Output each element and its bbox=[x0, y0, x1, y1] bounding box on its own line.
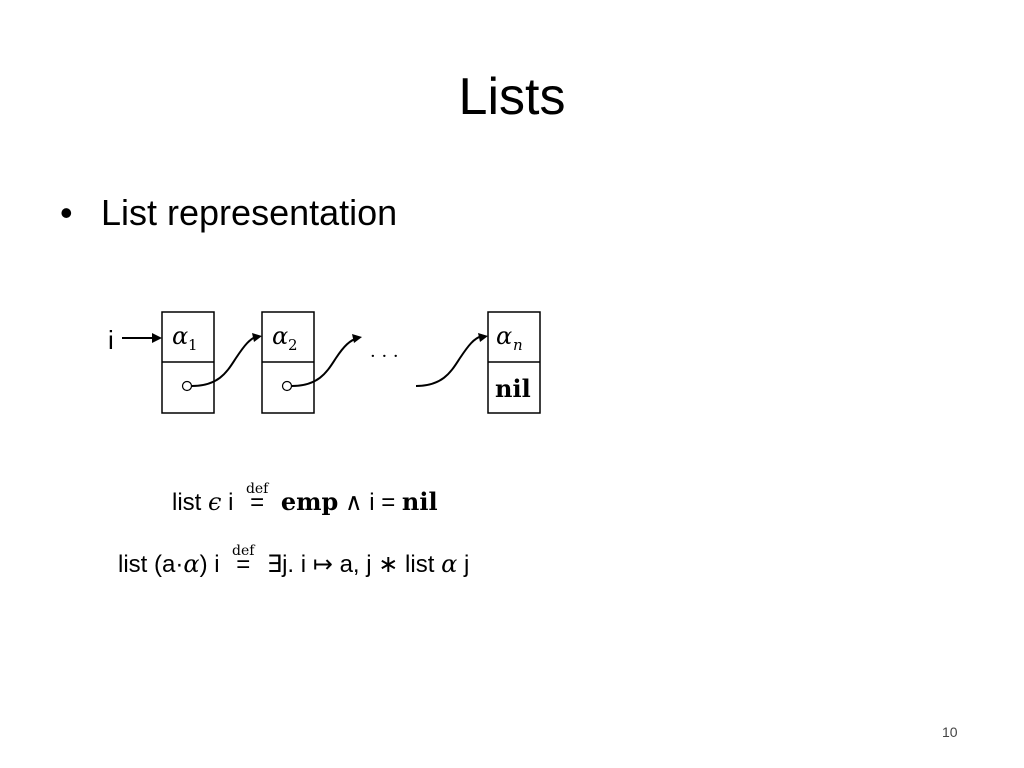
list-ellipsis: · · · bbox=[370, 346, 399, 367]
cell-2-link-arrow bbox=[291, 337, 359, 387]
cell-2-link-arrowhead bbox=[352, 334, 362, 343]
f2-rest: a, j bbox=[339, 551, 372, 578]
cell-1-link-arrowhead bbox=[252, 333, 262, 342]
f2-i: i bbox=[214, 551, 220, 578]
slide-title: Lists bbox=[458, 68, 566, 126]
cell-n-subscript: n bbox=[513, 336, 523, 354]
cell-n-head: α bbox=[496, 322, 512, 350]
f2-close: ) bbox=[199, 551, 208, 578]
f2-exists: ∃j. bbox=[266, 551, 295, 578]
cell-n-incoming-arrowhead bbox=[478, 333, 488, 342]
f1-epsilon: ϵ bbox=[208, 488, 222, 516]
f1-list: list bbox=[172, 489, 202, 516]
cell-1-link-arrow bbox=[191, 335, 259, 387]
pointer-arrowhead bbox=[152, 333, 162, 343]
f1-emp: emp bbox=[280, 487, 339, 516]
f2-list: list bbox=[118, 551, 148, 578]
linked-list-diagram: i α 1 α 2 · · · bbox=[100, 300, 560, 425]
formula-list-cons: list (a·α) i def= ∃j. i ↦ a, j ∗ list α … bbox=[118, 543, 470, 581]
f1-i2: i bbox=[369, 489, 375, 516]
list-cell-1: α 1 bbox=[161, 311, 262, 414]
cell-1-subscript: 1 bbox=[188, 336, 198, 354]
cell-n-nil: nil bbox=[495, 374, 531, 403]
f1-i: i bbox=[228, 489, 234, 516]
pointer-label: i bbox=[108, 325, 114, 355]
f1-def-equals: def= bbox=[245, 481, 269, 516]
f2-alpha2: α bbox=[441, 550, 458, 578]
f2-list2: list bbox=[405, 551, 435, 578]
bullet-text: List representation bbox=[101, 192, 398, 233]
cell-1-head: α bbox=[172, 322, 188, 350]
cell-n-incoming-link bbox=[415, 335, 483, 387]
cell-2-subscript: 2 bbox=[288, 336, 298, 354]
f2-i2: i bbox=[300, 551, 307, 578]
f1-eq2: = bbox=[381, 489, 396, 516]
list-cell-n: α n nil bbox=[487, 311, 541, 414]
f2-def-equals: def= bbox=[232, 543, 255, 578]
bullet-icon: • bbox=[60, 192, 73, 233]
f2-star: ∗ bbox=[378, 551, 399, 578]
list-cell-2: α 2 bbox=[261, 311, 362, 414]
f2-alpha: α bbox=[183, 550, 200, 578]
f2-arg: (a· bbox=[154, 551, 184, 578]
f2-mapsto: ↦ bbox=[312, 551, 333, 578]
cell-2-pointer-dot bbox=[281, 380, 293, 392]
cell-2-head: α bbox=[272, 322, 288, 350]
formula-list-empty: list ϵ i def= emp ∧ i = nil bbox=[172, 481, 438, 519]
cell-1-pointer-dot bbox=[181, 380, 193, 392]
bullet-item: • List representation bbox=[60, 188, 397, 238]
f2-j: j bbox=[463, 551, 470, 578]
f1-and: ∧ bbox=[344, 489, 363, 516]
page-number: 10 bbox=[942, 724, 958, 740]
f1-nil: nil bbox=[401, 487, 438, 516]
